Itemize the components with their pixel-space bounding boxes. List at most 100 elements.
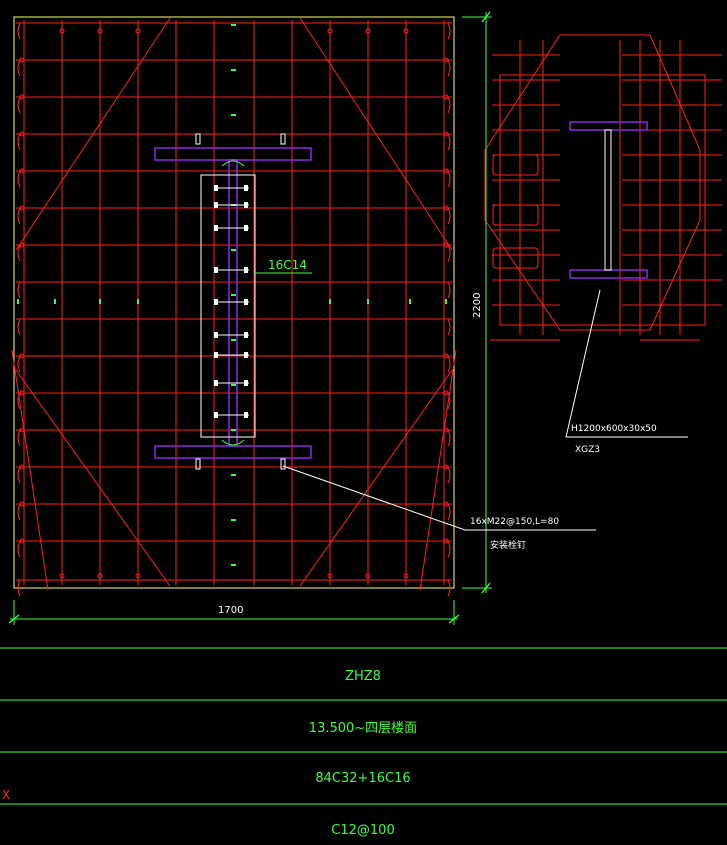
bolt	[280, 133, 286, 145]
rebar-dot	[443, 242, 449, 248]
bolt	[195, 458, 201, 470]
stud-head	[244, 202, 248, 208]
rebar-dot	[19, 501, 25, 507]
rebar-dot	[443, 464, 449, 470]
bolt	[280, 458, 286, 470]
annotation-labels: 16C14 16xM22@150,L=80 安装栓钉 H1200x600x30x…	[254, 258, 688, 551]
stud-head	[214, 380, 218, 386]
rebar-dot	[19, 94, 25, 100]
stud-head	[244, 332, 248, 338]
tie-hook	[447, 392, 451, 410]
tie-hook	[17, 59, 21, 77]
rebar-dot	[19, 242, 25, 248]
bolt-note: 安装栓钉	[490, 539, 526, 551]
rebar-dot	[59, 573, 65, 579]
tie-hook	[17, 244, 21, 262]
main-column-section	[11, 16, 457, 597]
rebar-grid	[16, 20, 452, 597]
tie-hook	[447, 133, 451, 151]
weld-arc	[221, 160, 245, 167]
tie-hook	[17, 579, 21, 597]
table-row-3: C12@100	[331, 823, 394, 838]
dim-width-text: 1700	[218, 605, 243, 616]
detail-tie-loop	[492, 204, 539, 226]
rebar-dot	[19, 205, 25, 211]
rebar-dot	[19, 538, 25, 544]
tie-hook	[17, 540, 21, 558]
tie-hook	[447, 540, 451, 558]
stud-head	[214, 352, 218, 358]
rebar-dot	[19, 131, 25, 137]
stud-head	[244, 380, 248, 386]
tie-hook	[447, 281, 451, 299]
detail-octagon-tie	[484, 34, 701, 331]
tie-hook	[447, 355, 451, 373]
tie-hook	[447, 503, 451, 521]
rebar-dot	[97, 28, 103, 34]
tie-hook	[17, 355, 21, 373]
diagonal-tie	[15, 17, 171, 251]
dim-height-text: 2200	[472, 293, 483, 318]
diagonal-tie	[419, 349, 457, 591]
rebar-dot	[135, 28, 141, 34]
rebar-dot	[403, 573, 409, 579]
diagonal-tie	[15, 369, 171, 587]
diagonal-tie	[299, 369, 453, 587]
tie-hook	[17, 170, 21, 188]
rebar-dot	[403, 28, 409, 34]
stud-head	[244, 352, 248, 358]
tie-hook	[17, 96, 21, 114]
table-row-1: 13.500~四层楼面	[309, 721, 417, 736]
steel-code: XGZ3	[575, 445, 600, 455]
table-row-2: 84C32+16C16	[315, 771, 410, 786]
weld-arc	[221, 439, 245, 446]
tie-hook	[447, 318, 451, 336]
rebar-dot	[443, 205, 449, 211]
stud-head	[244, 299, 248, 305]
h-steel-profile	[154, 133, 312, 470]
rebar-dot	[135, 573, 141, 579]
tie-hook	[447, 22, 451, 40]
bolt-label: 16xM22@150,L=80	[470, 517, 559, 527]
tie-hook	[17, 281, 21, 299]
column-schedule-table: ZHZ8 13.500~四层楼面 84C32+16C16 C12@100 X	[0, 647, 727, 838]
rebar-dot	[443, 501, 449, 507]
rebar-dot	[327, 573, 333, 579]
stud-head	[214, 202, 218, 208]
tie-hook	[17, 207, 21, 225]
rebar-dot	[443, 353, 449, 359]
stud-head	[214, 332, 218, 338]
tie-hook	[447, 170, 451, 188]
tie-hook	[17, 503, 21, 521]
rebar-dot	[97, 573, 103, 579]
stud-head	[214, 267, 218, 273]
web	[228, 159, 238, 447]
stud-head	[214, 412, 218, 418]
tie-hook	[447, 244, 451, 262]
detail-outer-tie	[499, 74, 706, 326]
table-row-0: ZHZ8	[345, 669, 381, 684]
rebar-dot	[19, 427, 25, 433]
diagonal-tie	[11, 349, 49, 591]
bottom-flange	[154, 445, 312, 459]
tie-hook	[17, 429, 21, 447]
detail-tie-loop	[492, 247, 539, 269]
stud-head	[244, 267, 248, 273]
rebar-dot	[19, 390, 25, 396]
rebar-dots	[17, 24, 449, 579]
tie-hook	[447, 579, 451, 597]
stud-head	[244, 225, 248, 231]
rebar-dot	[443, 131, 449, 137]
rebar-dot	[443, 94, 449, 100]
tie-hook	[17, 133, 21, 151]
diagonal-tie	[299, 17, 453, 251]
detail-top-flange	[569, 121, 648, 131]
detail-rebar	[484, 34, 722, 341]
top-flange	[154, 147, 312, 161]
rebar-dot	[443, 390, 449, 396]
stud-head	[244, 412, 248, 418]
stud-head	[214, 299, 218, 305]
tie-hook	[17, 22, 21, 40]
detail-web	[604, 129, 612, 271]
